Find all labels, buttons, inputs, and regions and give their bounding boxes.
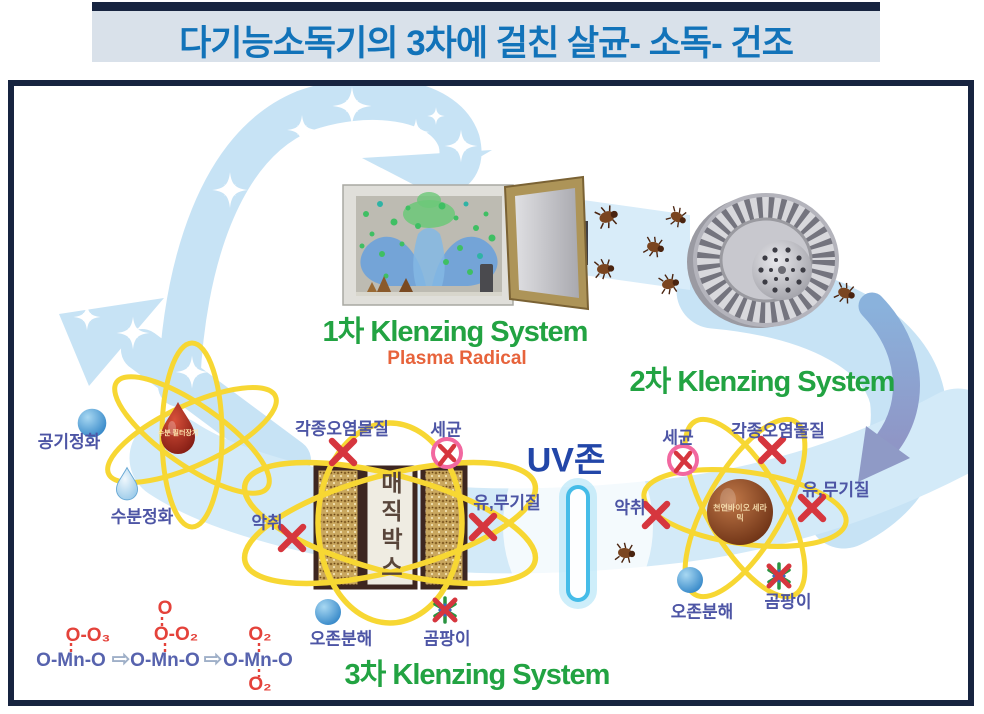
ceramic-core: [707, 479, 773, 545]
label-mold-right: 곰팡이: [764, 592, 812, 612]
chem-f2-mid: O-O₂: [153, 624, 199, 645]
label-water-purify: 수분정화: [110, 507, 174, 527]
label-germ: 세균: [430, 420, 462, 440]
chem-arrow-1: ⇨: [111, 646, 131, 671]
sparkle-icon: [239, 330, 263, 354]
label-pollutants: 각종오염물질: [295, 419, 389, 439]
chem-f1-top: O-O₃: [65, 625, 111, 646]
label-ozone: 오존분해: [309, 629, 373, 649]
magic-box-label: 매직박스: [377, 471, 403, 583]
particle-dots: [359, 202, 496, 279]
chem-arrow-2: ⇨: [203, 646, 223, 671]
mold-x-icon: [769, 564, 789, 588]
sparkle-icon: [261, 287, 291, 317]
left-core-label: 수분 필터장치: [157, 429, 199, 437]
diagram-frame: 1차 Klenzing System Plasma Radical 2차 Kle…: [8, 80, 974, 706]
ozone-electron-icon: [315, 599, 341, 625]
red-droplet-core: [161, 402, 195, 454]
label-germ-right: 세균: [662, 428, 694, 448]
label-ozone-right: 오존분해: [670, 602, 734, 622]
label-mold: 곰팡이: [423, 629, 471, 649]
label-pollutants-right: 각종오염물질: [731, 421, 825, 441]
stage1-subtitle: Plasma Radical: [387, 348, 527, 369]
flow-down-arrow-dark: [858, 292, 920, 482]
chem-f3-mid: O-Mn-O: [223, 650, 293, 671]
hub-holes: [758, 247, 806, 293]
stage2-title: 2차 Klenzing System: [629, 366, 896, 398]
label-organic: 유,무기질: [473, 493, 541, 513]
label-organic-right: 유,무기질: [802, 480, 870, 500]
label-odor-right: 악취: [614, 498, 646, 518]
label-air-purify: 공기정화: [37, 432, 101, 452]
sterilizer-cabinet: [342, 175, 590, 311]
center-atom: [241, 420, 539, 626]
chem-f2-top: O: [157, 598, 173, 619]
sparkle-icon: [314, 167, 336, 189]
sparkle-icon: [243, 228, 271, 256]
stage1-title: 1차 Klenzing System: [322, 316, 589, 348]
flow-diagram-graphic: [59, 86, 968, 677]
mold-x-icon: [435, 598, 455, 622]
title-banner: 다기능소독기의 3차에 걸친 살균- 소독- 건조: [92, 2, 880, 63]
page-title: 다기능소독기의 3차에 걸친 살균- 소독- 건조: [179, 24, 794, 63]
water-droplet-icon: [115, 466, 139, 501]
label-odor: 악취: [251, 513, 283, 533]
pollutant-x-icon: [761, 439, 783, 461]
chem-f1-bottom: O-Mn-O: [36, 650, 106, 671]
cabinet-door: [503, 175, 590, 311]
chem-f2-bottom: O-Mn-O: [130, 650, 200, 671]
chem-bonds: [69, 617, 261, 677]
blower-fan: [687, 193, 839, 328]
particle-dots-teal: [377, 201, 483, 259]
ozone-electron-icon: [677, 567, 703, 593]
germ-x-icon: [433, 439, 461, 467]
stage3-title: 3차 Klenzing System: [344, 659, 611, 691]
uv-lamp: [559, 478, 597, 609]
chem-f3-bottom: O₂: [248, 674, 272, 695]
right-core-label: 천연바이오 세라믹: [713, 503, 767, 522]
diagram-canvas: 1차 Klenzing System Plasma Radical 2차 Kle…: [14, 86, 968, 700]
chem-f3-top: O₂: [248, 624, 272, 645]
uv-zone-label: UV존: [526, 441, 606, 480]
germ-x-icon: [669, 446, 697, 474]
